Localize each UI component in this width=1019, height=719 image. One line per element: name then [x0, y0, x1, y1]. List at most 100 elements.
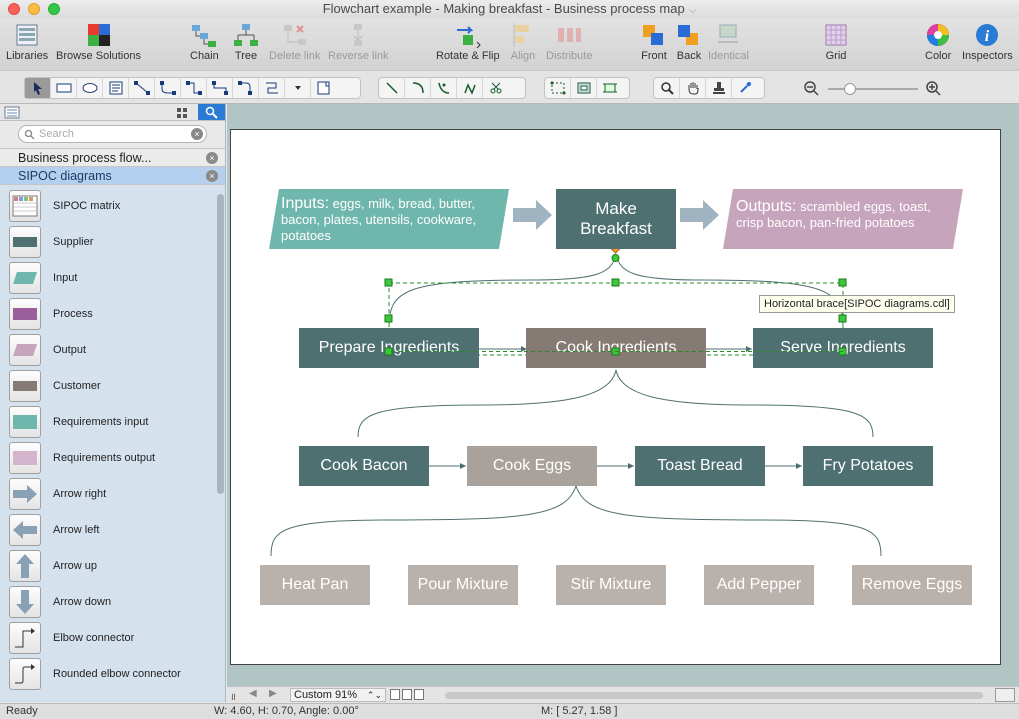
brace-level-3[interactable]: [270, 484, 882, 557]
library-sipoc-diagrams[interactable]: SIPOC diagrams ×: [0, 167, 225, 185]
prepare-ingredients-box[interactable]: Prepare Ingredients: [299, 328, 479, 368]
tree-button[interactable]: Tree: [232, 22, 260, 62]
cook-eggs-box[interactable]: Cook Eggs: [467, 446, 597, 486]
line-connector-tool[interactable]: [129, 78, 155, 98]
draw-line-tool[interactable]: [379, 78, 405, 98]
shape-input[interactable]: Input: [0, 260, 216, 296]
remove-eggs-box[interactable]: Remove Eggs: [852, 565, 972, 605]
pan-tool[interactable]: [680, 78, 706, 98]
shape-requirements-output[interactable]: Requirements output: [0, 440, 216, 476]
shape-requirements-input[interactable]: Requirements input: [0, 404, 216, 440]
smart-connector-tool[interactable]: [207, 78, 233, 98]
next-page-icon[interactable]: ▶: [269, 688, 277, 699]
pause-icon[interactable]: ॥: [230, 692, 236, 703]
shape-process[interactable]: Process: [0, 296, 216, 332]
library-business-process-flow[interactable]: Business process flow... ×: [0, 149, 225, 167]
single-page-icon[interactable]: [390, 689, 400, 700]
elbow-connector-tool[interactable]: [181, 78, 207, 98]
grid-button[interactable]: Grid: [824, 22, 848, 62]
zoom-out-icon[interactable]: [803, 80, 819, 96]
shape-arrow-right[interactable]: Arrow right: [0, 476, 216, 512]
canvas-horizontal-scrollbar[interactable]: [445, 692, 983, 699]
shape-supplier[interactable]: Supplier: [0, 224, 216, 260]
toast-bread-box[interactable]: Toast Bread: [635, 446, 765, 486]
heat-pan-box[interactable]: Heat Pan: [260, 565, 370, 605]
close-window-button[interactable]: [8, 3, 20, 15]
close-library-icon[interactable]: ×: [206, 170, 218, 182]
arrow-right-outputs[interactable]: [680, 200, 719, 230]
zoom-in-icon[interactable]: [925, 80, 941, 96]
fry-potatoes-box[interactable]: Fry Potatoes: [803, 446, 933, 486]
minimize-window-button[interactable]: [28, 3, 40, 15]
round-connector-tool[interactable]: [233, 78, 259, 98]
shape-arrow-up[interactable]: Arrow up: [0, 548, 216, 584]
zoom-tool[interactable]: [654, 78, 680, 98]
back-button[interactable]: Back: [675, 22, 703, 62]
distribute-button[interactable]: Distribute: [546, 22, 592, 62]
cook-ingredients-box[interactable]: Cook Ingredients: [526, 328, 706, 368]
shape-output[interactable]: Output: [0, 332, 216, 368]
connector-options-tool[interactable]: [285, 78, 311, 98]
diagram-page[interactable]: Inputs: eggs, milk, bread, butter, bacon…: [230, 129, 1001, 665]
shape-arrow-left[interactable]: Arrow left: [0, 512, 216, 548]
libraries-button[interactable]: Libraries: [6, 22, 48, 62]
inputs-shape[interactable]: [269, 189, 509, 249]
search-tab[interactable]: [198, 104, 225, 120]
shape-arrow-down[interactable]: Arrow down: [0, 584, 216, 620]
brace-level-2[interactable]: [357, 369, 874, 438]
shape-sipoc-matrix[interactable]: SIPOC matrix: [0, 188, 216, 224]
frame-tool[interactable]: [597, 78, 623, 98]
title-chevron-down-icon[interactable]: ⌵: [688, 5, 697, 16]
arrow-right-inputs[interactable]: [513, 200, 552, 230]
draw-bezier-tool[interactable]: [431, 78, 457, 98]
stamp-tool[interactable]: [706, 78, 732, 98]
multi-page-icon[interactable]: [414, 689, 424, 700]
align-button[interactable]: Align: [509, 22, 537, 62]
serve-ingredients-box[interactable]: Serve Ingredients: [753, 328, 933, 368]
library-scrollbar-thumb[interactable]: [217, 194, 224, 494]
inspectors-button[interactable]: i Inspectors: [962, 22, 1013, 62]
identical-button[interactable]: Identical: [708, 22, 749, 62]
group-tool[interactable]: [545, 78, 571, 98]
rotate-flip-button[interactable]: Rotate & Flip: [436, 22, 500, 62]
shape-customer[interactable]: Customer: [0, 368, 216, 404]
chain-button[interactable]: Chain: [190, 22, 219, 62]
tree-view-icon[interactable]: [4, 106, 20, 119]
front-button[interactable]: Front: [640, 22, 668, 62]
delete-link-button[interactable]: Delete link: [269, 22, 320, 62]
shape-elbow-connector[interactable]: Elbow connector: [0, 620, 216, 656]
clear-search-icon[interactable]: ×: [191, 128, 203, 140]
outputs-shape[interactable]: [723, 189, 963, 249]
grid-view-icon[interactable]: [175, 106, 189, 119]
cook-bacon-box[interactable]: Cook Bacon: [299, 446, 429, 486]
container-tool[interactable]: [571, 78, 597, 98]
make-breakfast-box[interactable]: Make Breakfast: [556, 189, 676, 249]
add-pepper-box[interactable]: Add Pepper: [704, 565, 814, 605]
rectangle-tool[interactable]: [51, 78, 77, 98]
canvas-vertical-scrollbar[interactable]: [1007, 104, 1019, 686]
browse-solutions-button[interactable]: Browse Solutions: [56, 22, 141, 62]
zoom-select[interactable]: Custom 91% ⌃⌄: [290, 688, 386, 702]
two-page-icon[interactable]: [402, 689, 412, 700]
close-library-icon[interactable]: ×: [206, 152, 218, 164]
insert-shape-tool[interactable]: [311, 78, 337, 98]
zoom-slider-knob[interactable]: [844, 83, 856, 95]
zoom-slider-track[interactable]: [828, 88, 918, 90]
ellipse-tool[interactable]: [77, 78, 103, 98]
fit-page-icon[interactable]: [995, 688, 1015, 702]
pointer-tool[interactable]: [25, 78, 51, 98]
brace-level-1[interactable]: [388, 253, 844, 328]
curve-connector-tool[interactable]: [155, 78, 181, 98]
draw-arc-tool[interactable]: [405, 78, 431, 98]
search-input[interactable]: Search ×: [18, 125, 207, 143]
chain-connector-tool[interactable]: [259, 78, 285, 98]
zoom-window-button[interactable]: [48, 3, 60, 15]
eyedropper-tool[interactable]: [732, 78, 758, 98]
color-button[interactable]: Color: [925, 22, 951, 62]
reverse-link-button[interactable]: Reverse link: [328, 22, 389, 62]
library-scrollbar[interactable]: [217, 188, 224, 702]
prev-page-icon[interactable]: ◀: [249, 688, 257, 699]
pour-mixture-box[interactable]: Pour Mixture: [408, 565, 518, 605]
draw-freehand-tool[interactable]: [483, 78, 509, 98]
text-tool[interactable]: [103, 78, 129, 98]
